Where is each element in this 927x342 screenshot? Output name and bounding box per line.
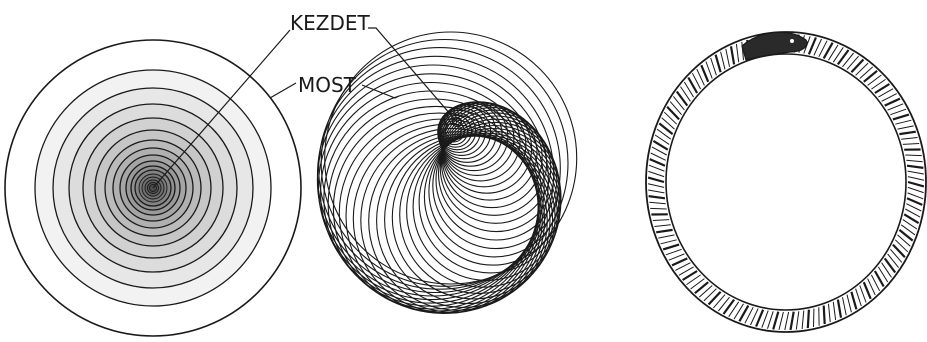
snake-scale: [721, 52, 725, 70]
snake-scale: [650, 208, 667, 209]
snake-scale: [908, 182, 924, 186]
snake-scale: [669, 254, 685, 260]
snake-scale: [661, 240, 677, 244]
start-label: KEZDET: [290, 11, 370, 35]
snake-scale: [653, 220, 669, 221]
snake-scale: [808, 310, 809, 328]
snake-scale: [731, 46, 734, 64]
spiral-loop: [325, 32, 577, 284]
snake-scale: [906, 160, 922, 161]
snake-scale: [658, 235, 674, 238]
now-pointer-line-right: [362, 85, 399, 98]
snake-scale: [666, 249, 682, 255]
snake-scale: [648, 184, 664, 188]
snake-scale: [649, 196, 665, 198]
snake-scale: [701, 65, 708, 82]
snake-scale: [905, 155, 922, 156]
snake-scale: [711, 58, 717, 75]
snake-scale: [851, 60, 863, 73]
snake-scale: [709, 292, 721, 305]
snake-scale: [898, 126, 914, 129]
snake-scale: [908, 187, 924, 192]
snake-scale: [908, 171, 924, 174]
now-pointer-line-left: [270, 83, 296, 98]
snake-scale: [847, 295, 851, 313]
snake-scale: [648, 171, 664, 176]
snake-scale: [893, 115, 909, 120]
snake-scale: [736, 44, 738, 62]
snake-scale: [906, 204, 921, 211]
ouroboros-illustration: [646, 32, 926, 332]
snake-scale: [901, 138, 917, 140]
snake-scale: [648, 190, 664, 193]
snake-scale: [650, 159, 665, 166]
now-label: MOST: [298, 73, 357, 97]
snake-scale: [833, 302, 835, 320]
snake-scale: [838, 300, 841, 318]
snake-scale: [773, 312, 778, 330]
snake-scale: [667, 107, 679, 120]
snake-scale: [651, 153, 666, 160]
snake-scale: [785, 312, 789, 330]
snake-scale: [888, 104, 904, 110]
snake-scale: [824, 306, 825, 325]
snake-scale: [843, 297, 847, 315]
snake-scale: [856, 289, 862, 306]
snake-scale: [768, 311, 774, 328]
snake-scale: [899, 132, 915, 134]
snake-scale: [893, 245, 905, 258]
snake-scale: [802, 311, 804, 329]
snake-scale: [649, 165, 665, 171]
snake-scale: [654, 225, 670, 227]
snake-scale: [903, 144, 919, 145]
snake-scale: [908, 193, 924, 199]
snake-body-outer: [646, 32, 926, 332]
snake-scale: [791, 312, 794, 330]
snake-scale: [726, 49, 730, 67]
snake-scale: [864, 282, 871, 299]
snake-scale: [885, 99, 900, 106]
snake-scale: [756, 310, 763, 327]
snake-scale: [716, 55, 721, 72]
snake-scale: [648, 178, 664, 182]
snake-scale: [672, 258, 687, 265]
snake-scale: [890, 109, 906, 115]
snake-scale: [908, 177, 924, 181]
snake-scale: [656, 230, 672, 232]
snake-scale: [829, 304, 831, 322]
snake-scale: [796, 311, 799, 329]
snake-scale: [851, 292, 856, 310]
snake-scale: [663, 245, 679, 250]
snake-body-inner: [666, 54, 906, 310]
snake-scale: [779, 312, 783, 330]
snake-scale: [809, 38, 816, 55]
snake-scale: [895, 120, 911, 124]
spiral-loops-diagram: [317, 32, 576, 313]
snake-scale: [907, 166, 923, 168]
snake-scale: [649, 202, 665, 203]
snake-scale: [907, 198, 922, 205]
